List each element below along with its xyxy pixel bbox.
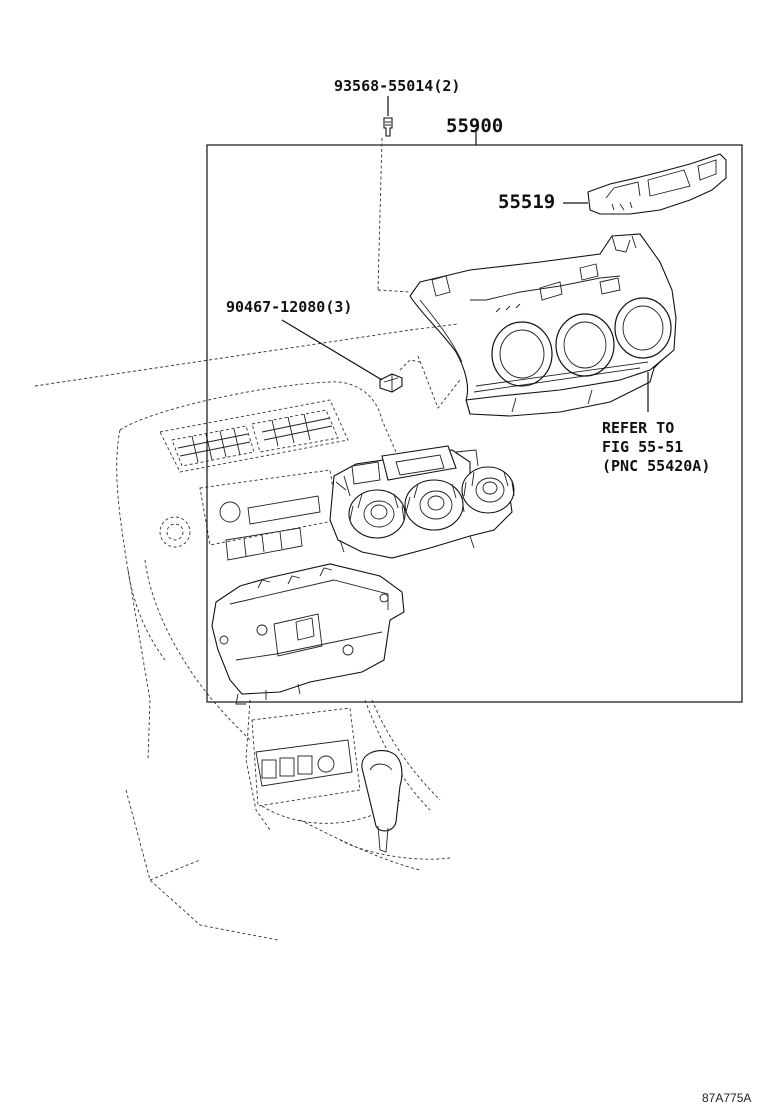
bezel-panel: [377, 233, 677, 417]
clip-part: [281, 319, 421, 393]
refer-note-line2: FIG 55-51: [602, 438, 684, 456]
figure-code: 87A775A: [702, 1091, 752, 1105]
clip-part-number: 90467-12080(3): [226, 298, 353, 316]
cover-part-number: 55519: [498, 191, 556, 213]
refer-note-line1: REFER TO: [602, 419, 675, 437]
screw-part-number: 93568-55014(2): [334, 77, 461, 95]
assembly-box: [206, 144, 743, 703]
screw-part: [377, 96, 393, 291]
bracket-plate: [211, 563, 405, 705]
refer-note-line3: (PNC 55420A): [602, 457, 711, 475]
cover-part-55519: [563, 153, 727, 215]
lower-console: [251, 707, 451, 871]
control-unit: [329, 445, 515, 559]
refer-note: REFER TO FIG 55-51 (PNC 55420A): [602, 419, 710, 476]
assembly-part-number: 55900: [446, 115, 504, 137]
